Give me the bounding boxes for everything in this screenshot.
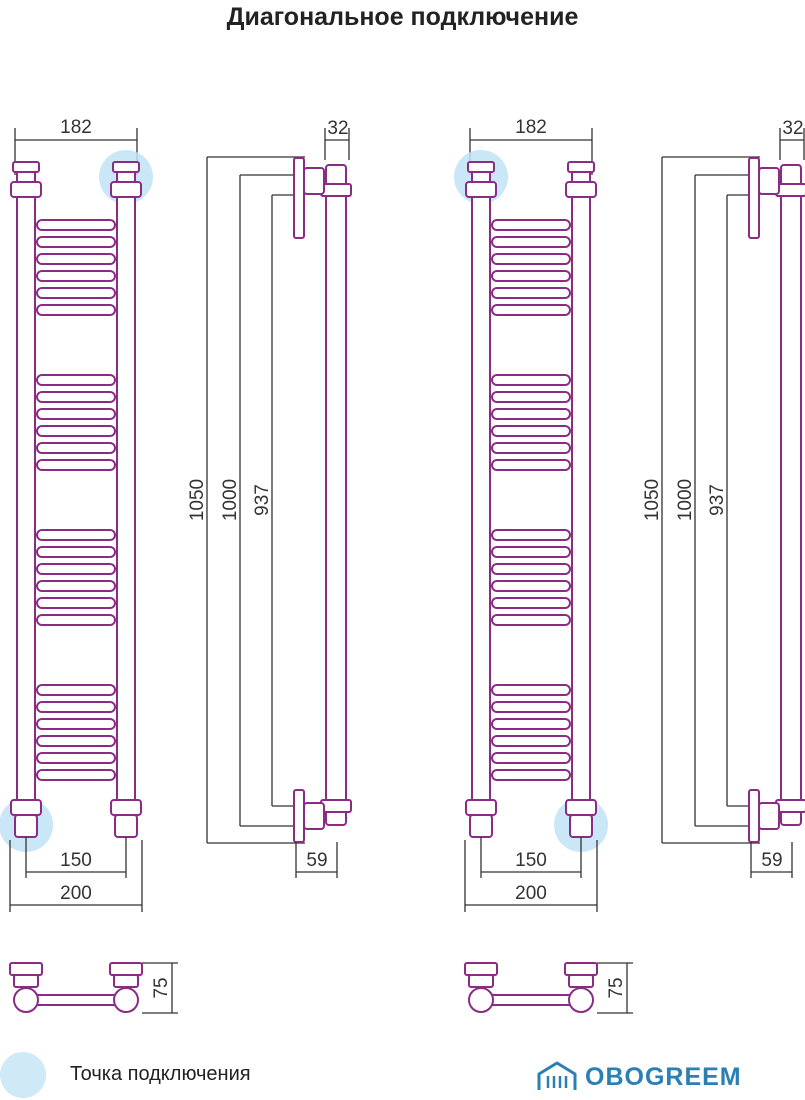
side-view-left: 1050 1000 937 32	[187, 118, 352, 878]
connection-point-swatch	[0, 1052, 46, 1098]
vertical-pipe-left	[16, 164, 36, 826]
dim-height-inner: 937	[252, 484, 273, 516]
base-view-right: 75	[464, 962, 633, 1014]
dim-depth: 32	[327, 118, 348, 139]
dim-height-total: 1050	[642, 479, 663, 521]
dim-width-bottom-inner: 150	[60, 850, 92, 871]
dim-height-inner: 937	[707, 484, 728, 516]
dim-base-height: 75	[151, 977, 172, 998]
dim-width-bottom-outer: 200	[60, 883, 92, 904]
brand-name: OBOGREEM	[585, 1062, 742, 1091]
dim-offset: 59	[306, 850, 327, 871]
dim-base-height: 75	[606, 977, 627, 998]
dim-height-total: 1050	[187, 479, 208, 521]
legend-label: Точка подключения	[70, 1063, 251, 1085]
dim-height-mid: 1000	[675, 479, 696, 521]
page-title: Диагональное подключение	[226, 3, 579, 31]
rungs-left	[36, 219, 116, 781]
dim-width-bottom-inner: 150	[515, 850, 547, 871]
vertical-pipe-right	[116, 164, 136, 826]
brand-logo: OBOGREEM	[535, 1060, 742, 1094]
diagram-left: 182	[0, 117, 352, 1014]
base-view-left: 75	[9, 962, 178, 1014]
house-logo-icon	[537, 1061, 577, 1090]
dim-width-bottom-outer: 200	[515, 883, 547, 904]
dim-depth: 32	[782, 118, 803, 139]
front-view-left: 182	[0, 117, 153, 912]
rungs-right	[491, 219, 571, 781]
front-view-right: 182	[454, 117, 608, 912]
diagram-right: 182	[454, 117, 805, 1014]
dim-offset: 59	[761, 850, 782, 871]
side-view-right: 1050 1000 937 32 59	[642, 118, 805, 878]
dim-height-mid: 1000	[220, 479, 241, 521]
dim-width-top: 182	[515, 117, 547, 138]
dim-width-top: 182	[60, 117, 92, 138]
